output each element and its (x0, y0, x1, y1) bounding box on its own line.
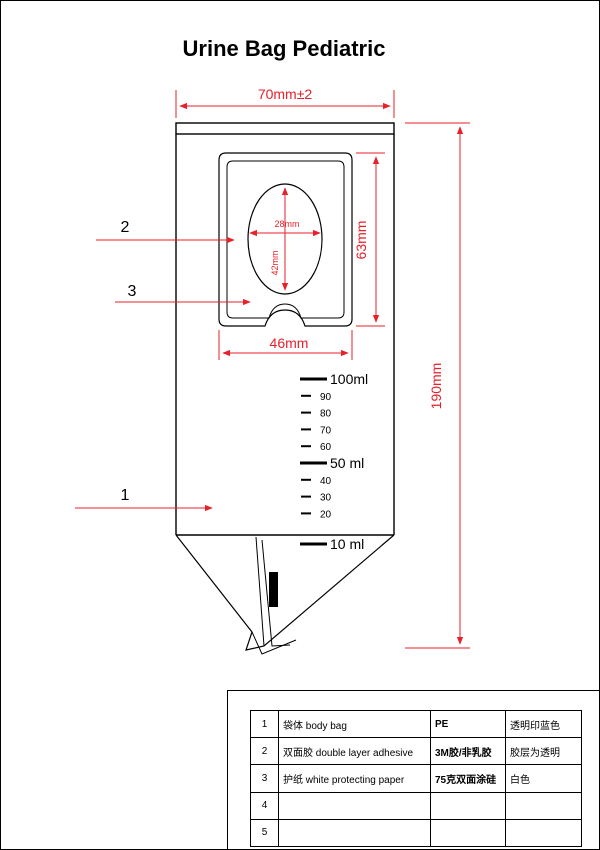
table-cell-part: 袋体 body bag (278, 709, 431, 739)
table-cell-material: 75克双面涂硅 (430, 764, 506, 793)
page-title: Urine Bag Pediatric (182, 36, 386, 61)
width-dimension: 70mm±2 (258, 86, 313, 102)
window-height-dimension: 63mm (353, 221, 369, 260)
oval-width-dimension: 28mm (274, 219, 299, 229)
table-cell-note: 胶层为透明 (505, 737, 582, 766)
scale-label: 60 (320, 442, 332, 453)
table-cell-part (278, 791, 431, 820)
table-cell-material (430, 818, 506, 848)
height-dimension: 190mm (428, 363, 444, 410)
adhesive-window (218, 152, 353, 327)
scale-label: 10 ml (330, 536, 364, 552)
scale-label: 80 (320, 409, 332, 420)
window-width-dimension: 46mm (270, 335, 309, 351)
table-cell-no: 4 (250, 791, 279, 820)
table-row: 5 (250, 818, 582, 848)
volume-scale: 100ml 90 80 70 60 50 ml 40 30 20 10 ml (300, 371, 368, 552)
scale-label: 50 ml (330, 455, 364, 471)
callout-3: 3 (128, 283, 137, 300)
table-cell-part: 护纸 white protecting paper (278, 764, 431, 793)
outlet-tab (269, 572, 278, 607)
table-cell-material (430, 791, 506, 820)
callout-labels: 1 2 3 (121, 219, 137, 504)
table-cell-material: 3M胶/非乳胶 (430, 737, 506, 766)
scale-label: 70 (320, 425, 332, 436)
callout-1: 1 (121, 487, 130, 504)
oval-height-dimension: 42mm (270, 250, 280, 275)
table-row: 4 (250, 791, 582, 820)
table-cell-no: 3 (250, 764, 279, 793)
table-cell-note: 透明印蓝色 (505, 709, 582, 739)
table-cell-note: 白色 (505, 764, 582, 793)
table-cell-no: 1 (250, 709, 279, 739)
bag-body (175, 122, 395, 655)
table-cell-note (505, 818, 582, 848)
scale-label: 40 (320, 476, 332, 487)
table-border (227, 690, 599, 849)
dimension-labels: 70mm±2 190mm 63mm 46mm 28mm 42mm (258, 86, 444, 409)
table-cell-no: 2 (250, 737, 279, 766)
table-cell-material: PE (430, 709, 506, 739)
callout-2: 2 (121, 219, 130, 236)
scale-label: 20 (320, 509, 332, 520)
table-cell-part (278, 818, 431, 848)
scale-label: 30 (320, 493, 332, 504)
table-cell-no: 5 (250, 818, 279, 848)
table-cell-note (505, 791, 582, 820)
scale-label: 90 (320, 392, 332, 403)
dimension-lines (75, 90, 470, 649)
scale-label: 100ml (330, 371, 368, 387)
table-cell-part: 双面胶 double layer adhesive (278, 737, 431, 766)
